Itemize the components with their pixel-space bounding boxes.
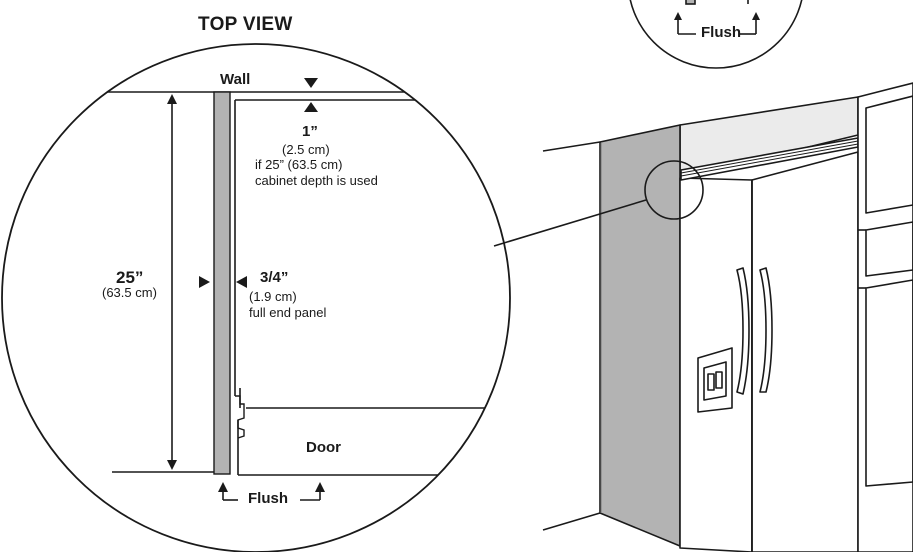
refrigerator-perspective	[493, 82, 913, 553]
flush-detail-circle	[629, 0, 803, 69]
left-handle-icon	[736, 267, 750, 395]
wall-line-bottom	[542, 512, 601, 531]
door-label: Door	[306, 439, 341, 456]
end-panel-note: full end panel	[249, 305, 327, 320]
clearance-value: 1”	[302, 123, 318, 140]
cabinet-column	[857, 82, 913, 553]
clearance-note-line2: cabinet depth is used	[255, 173, 378, 188]
callout-leader-line	[493, 199, 647, 247]
full-end-panel	[213, 91, 231, 475]
middle-drawer	[865, 221, 913, 277]
cabinet-depth-value: 25”	[116, 268, 144, 287]
wall-label: Wall	[220, 71, 251, 88]
end-panel-metric: (1.9 cm)	[249, 289, 297, 304]
top-view-title: TOP VIEW	[198, 14, 293, 35]
clearance-metric: (2.5 cm)	[282, 142, 330, 157]
end-panel-value: 3/4”	[260, 269, 289, 286]
right-handle-icon	[759, 267, 773, 393]
upper-cabinet-door	[865, 95, 913, 214]
flush-label: Flush	[248, 490, 288, 507]
cabinet-depth-metric: (63.5 cm)	[102, 285, 157, 300]
clearance-note-line1: if 25” (63.5 cm)	[255, 157, 343, 172]
callout-detail-circle	[644, 160, 704, 220]
end-panel-front	[599, 124, 681, 547]
flush-label-top: Flush	[701, 24, 741, 41]
wall-line-top	[542, 141, 601, 152]
lower-cabinet-door	[865, 279, 913, 487]
